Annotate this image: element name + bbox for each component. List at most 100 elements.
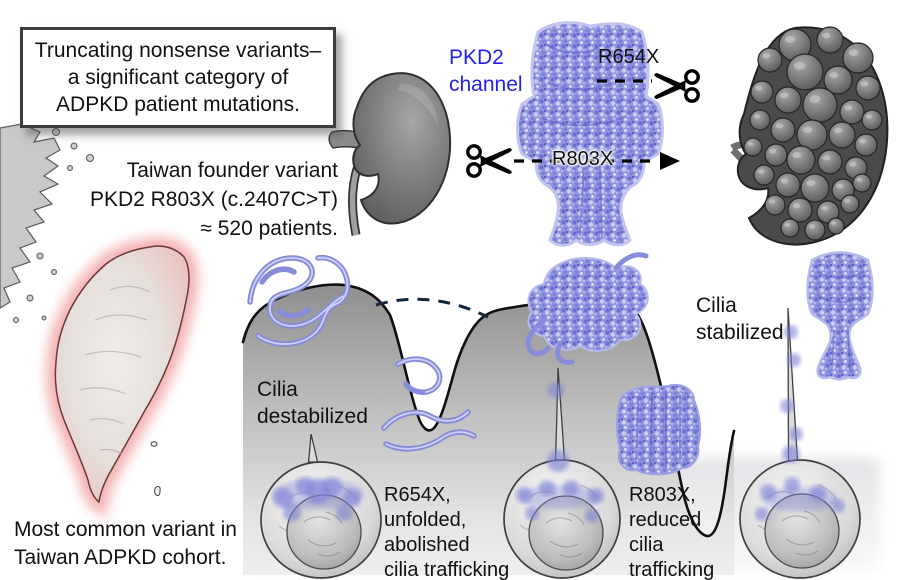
pkd2-punctum (755, 507, 769, 521)
cyst (780, 218, 800, 238)
pkd2-punctum (539, 480, 555, 496)
pkd2-punctum (760, 484, 776, 500)
pkd2-punctum (516, 487, 532, 503)
nucleus-texture (303, 516, 331, 523)
scissors-icon (652, 69, 700, 103)
pkd2-punctum (585, 509, 599, 523)
cilia-stabilized-label: Cilia stabilized (696, 292, 784, 346)
cyst-highlight (755, 85, 763, 91)
pkd2-punctum (784, 477, 800, 493)
cyst (764, 194, 786, 216)
pkd2-channel-structure (516, 21, 664, 247)
caption-line: unfolded, (384, 509, 467, 531)
pkd2-punctum (306, 480, 330, 504)
r654x-effect-caption: R654X, unfolded, abolished cilia traffic… (384, 483, 509, 580)
cyst (800, 173, 830, 203)
cyst-highlight (757, 169, 765, 174)
channel-silhouette (516, 21, 664, 247)
cilia-destabilized-label: Cilia destabilized (257, 376, 368, 430)
kidney-body (352, 72, 452, 225)
caption-line: R654X, (384, 484, 451, 506)
cyst-highlight (809, 95, 821, 103)
cyst (802, 87, 838, 123)
cyst (852, 173, 872, 193)
cyst-highlight (779, 92, 789, 99)
nucleus-texture (559, 552, 583, 558)
caption-line: R803X, (629, 484, 696, 506)
caption-line: cilia trafficking (384, 559, 510, 580)
cyst (749, 109, 771, 131)
cilium (307, 433, 319, 463)
cyst-highlight (836, 183, 844, 189)
cyst-highlight (793, 61, 806, 70)
cyst-highlight (806, 180, 816, 187)
nucleus-texture (317, 551, 341, 557)
cyst-highlight (762, 53, 771, 59)
nucleus-texture (325, 511, 343, 525)
stabilized-channel-structure (806, 251, 874, 381)
cyst-highlight (865, 114, 873, 119)
nucleus-texture (785, 538, 815, 546)
label-line: destabilized (257, 405, 368, 428)
cohort-footnote: Most common variant in Taiwan ADPKD coho… (14, 516, 237, 572)
label-line: Cilia (696, 294, 737, 317)
cyst-highlight (768, 199, 776, 204)
r654x-cut (597, 69, 700, 103)
scissors-icon (466, 144, 514, 178)
cyst-highlight (829, 72, 839, 79)
epithelial-cell (503, 367, 621, 579)
footnote-line: Most common variant in (14, 518, 237, 541)
taiwan-caption: Taiwan founder variant PKD2 R803X (c.240… (70, 156, 338, 243)
cyst-highlight (792, 203, 801, 209)
cyst (816, 26, 844, 54)
r803x-variant-label: R803X (552, 148, 614, 170)
cyst (775, 172, 801, 198)
caption-line: trafficking (629, 559, 715, 580)
cyst-highlight (753, 114, 761, 119)
cyst (804, 219, 826, 241)
label-line: stabilized (696, 321, 784, 344)
footnote-line: Taiwan ADPKD cohort. (14, 546, 227, 569)
misfolded-protein-in-well (381, 356, 477, 452)
pkd2-punctum (782, 445, 800, 463)
pkd2-channel-label: PKD2 channel (449, 44, 523, 98)
r803x-protein-blob (616, 384, 702, 476)
r654x-variant-label: R654X (598, 46, 660, 68)
caption-line: abolished (384, 534, 470, 556)
nucleus-texture (307, 539, 337, 547)
cyst (817, 149, 843, 175)
cyst-highlight (785, 35, 796, 43)
title-line: a significant category of (67, 66, 289, 89)
cyst (861, 109, 883, 131)
cyst (743, 137, 763, 157)
pkd2-punctum (784, 325, 798, 339)
pkd2-punctum (563, 480, 579, 496)
cyst (786, 145, 816, 175)
nucleus-texture (781, 515, 809, 522)
cyst-highlight (747, 141, 754, 146)
kidney-highlight (398, 83, 438, 124)
cyst (840, 194, 860, 214)
arrow-head (660, 152, 680, 170)
pkd2-punctum (588, 488, 604, 504)
taiwan-island (54, 245, 190, 504)
cyst-highlight (802, 126, 813, 134)
pkd2-punctum (336, 505, 352, 521)
cyst (854, 133, 878, 157)
cyst (839, 99, 865, 125)
title-box: Truncating nonsense variants– a signific… (20, 27, 336, 128)
epithelial-cell (739, 307, 861, 579)
native-path-dashed (375, 297, 489, 319)
title-line: ADPKD patient mutations. (56, 93, 300, 116)
cyst-highlight (808, 224, 816, 229)
cyst-highlight (784, 222, 791, 227)
cyst (774, 86, 802, 114)
cyst (787, 197, 813, 223)
nucleus-texture (795, 550, 819, 556)
cyst (842, 42, 874, 74)
cyst (753, 164, 775, 186)
nucleus-texture (803, 510, 821, 524)
nucleus-texture (567, 512, 585, 526)
